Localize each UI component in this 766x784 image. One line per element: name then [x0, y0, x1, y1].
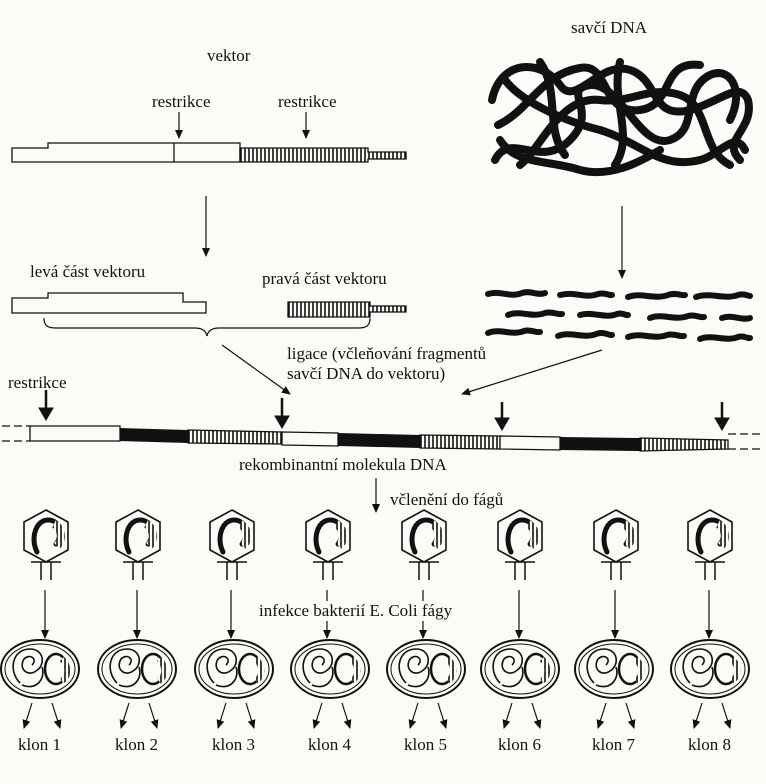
mammalian-dna-label: savčí DNA [571, 18, 648, 37]
bacterium-cell [574, 639, 654, 699]
arrow-clone-left [408, 702, 419, 729]
arrow-clone-left [596, 702, 607, 729]
arrow-clone-left [312, 702, 323, 729]
bacterium-cell [480, 639, 560, 699]
bacterium-cell [386, 639, 466, 699]
phage [209, 509, 255, 580]
phage [23, 509, 69, 580]
clone-label: klon 8 [688, 735, 731, 754]
clone-label: klon 5 [404, 735, 447, 754]
arrow-clone-left [119, 702, 130, 729]
arrow-clone-left [692, 702, 703, 729]
restriction-arrows-top [175, 112, 310, 139]
clone-label: klon 6 [498, 735, 541, 754]
arrow-clone-left [502, 702, 513, 729]
restriction-label-right: restrikce [278, 92, 337, 111]
mammalian-dna-tangle [488, 58, 753, 177]
restriction-label-left: restrikce [152, 92, 211, 111]
bacterium-cell [97, 639, 177, 699]
arrow-clone-right [148, 702, 159, 729]
vector-strand [11, 142, 407, 163]
clone-label: klon 3 [212, 735, 255, 754]
arrow-clone-right [245, 702, 256, 729]
phage [687, 509, 733, 580]
arrow-clone-right [51, 702, 62, 729]
arrow-ligation-left [221, 344, 291, 395]
restriction-label-bottom: restrikce [8, 373, 67, 392]
phage [305, 509, 351, 580]
arrow-ligation-right [461, 349, 603, 396]
right-vector-part [287, 301, 407, 318]
bacterium-cell [290, 639, 370, 699]
phage-row [23, 509, 733, 639]
phage-insertion-label: včlenění do fágů [390, 490, 504, 509]
ligation-label: ligace (včleňování fragmentů savčí DNA d… [287, 344, 487, 383]
left-vector-part-label: levá část vektoru [30, 262, 146, 281]
recombinant-molecule [2, 425, 762, 452]
phage [401, 509, 447, 580]
phage [593, 509, 639, 580]
vector-label: vektor [207, 46, 251, 65]
recombinant-label: rekombinantní molekula DNA [239, 455, 447, 474]
restriction-arrows-bottom [38, 390, 730, 431]
left-vector-part [11, 292, 207, 314]
clone-label: klon 7 [592, 735, 635, 754]
arrow-clone-left [216, 702, 227, 729]
arrow-clone-right [341, 702, 352, 729]
arrow-clone-right [531, 702, 542, 729]
bacterium-cell [194, 639, 274, 699]
arrow-clone-left [22, 702, 33, 729]
dna-fragments [485, 289, 753, 342]
bacterium-cell [670, 639, 750, 699]
clone-label: klon 4 [308, 735, 351, 754]
infection-label: infekce bakterií E. Coli fágy [257, 601, 455, 621]
arrow-clone-right [625, 702, 636, 729]
bacterium-cell [0, 639, 80, 699]
phage [497, 509, 543, 580]
vector-parts-brace [43, 317, 371, 337]
phage [115, 509, 161, 580]
arrow-clone-right [721, 702, 732, 729]
right-vector-part-label: pravá část vektoru [262, 269, 387, 288]
arrow-clone-right [437, 702, 448, 729]
clone-label: klon 1 [18, 735, 61, 754]
bacteria-row [0, 639, 750, 729]
clone-label: klon 2 [115, 735, 158, 754]
